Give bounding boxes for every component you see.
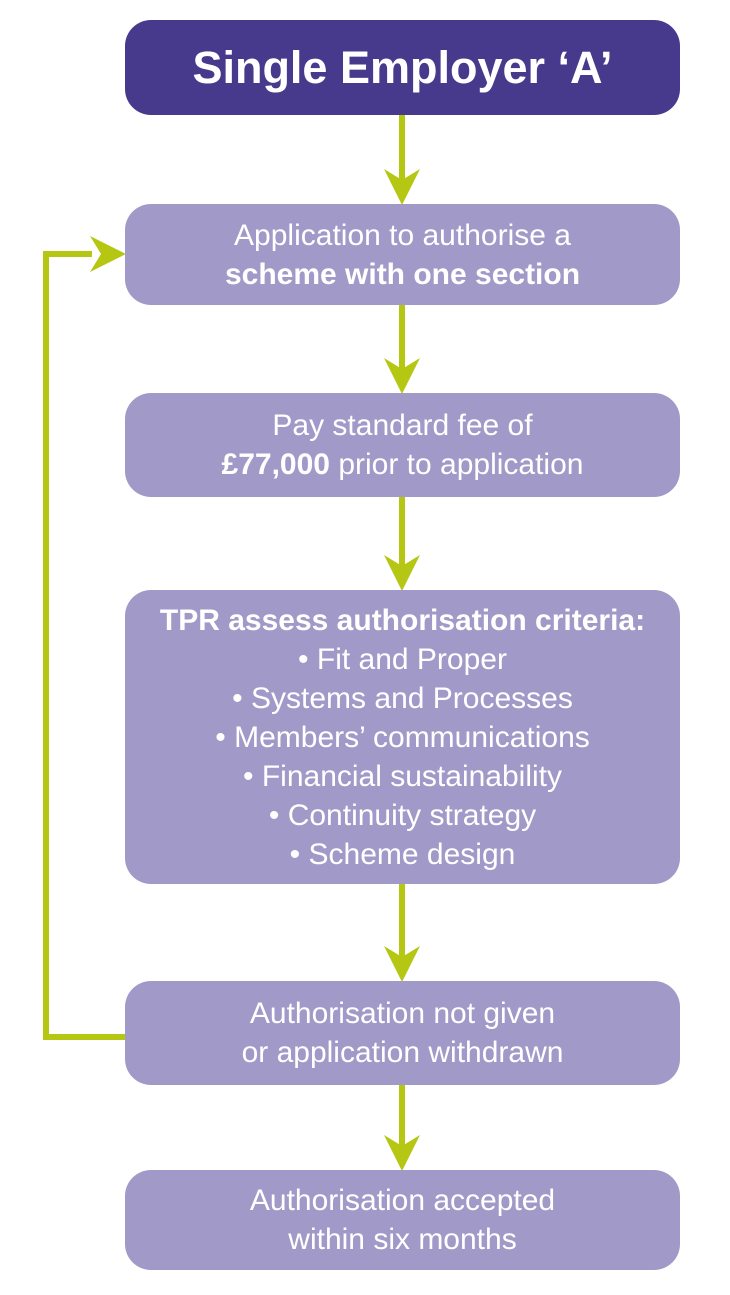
bullet-glyph: • <box>289 837 301 871</box>
application-box: Application to authorise a scheme with o… <box>125 204 680 305</box>
criteria-bullet-continuity-strategy: • Continuity strategy <box>269 796 536 835</box>
criteria-bullet-label: Fit and Proper <box>316 642 507 676</box>
fee-box: Pay standard fee of £77,000 prior to app… <box>125 393 680 497</box>
criteria-bullet-label: Financial sustainability <box>261 759 562 793</box>
criteria-bullet-scheme-design: • Scheme design <box>290 835 516 874</box>
application-box-line1: Application to authorise a <box>234 218 571 252</box>
fee-box-line1: Pay standard fee of <box>272 409 533 442</box>
fee-amount: £77,000 <box>221 448 330 481</box>
criteria-bullet-label: Continuity strategy <box>287 798 537 832</box>
title-box-label: Single Employer ‘A’ <box>192 41 613 93</box>
criteria-bullet-label: Scheme design <box>308 837 516 871</box>
bullet-glyph: • <box>298 642 309 676</box>
not-given-line2: or application withdrawn <box>241 1036 564 1069</box>
bullet-glyph: • <box>215 720 226 754</box>
accepted-box: Authorisation accepted within six months <box>125 1170 680 1270</box>
fee-box-line2-rest: prior to application <box>338 448 584 481</box>
bullet-glyph: • <box>242 759 254 793</box>
criteria-bullet-fit-and-proper: • Fit and Proper <box>298 640 507 679</box>
bullet-glyph: • <box>232 681 243 715</box>
criteria-bullet-label: Systems and Processes <box>251 681 573 715</box>
fee-box-line2: £77,000 prior to application <box>222 445 584 484</box>
criteria-bullet-systems-and-processes: • Systems and Processes <box>232 679 573 718</box>
loop-arrow-not-given-to-application <box>43 236 128 1040</box>
criteria-box: TPR assess authorisation criteria: • Fit… <box>125 590 680 884</box>
not-given-line1: Authorisation not given <box>249 997 556 1030</box>
criteria-bullet-label: Members’ communications <box>234 720 590 754</box>
criteria-heading: TPR assess authorisation criteria: <box>159 603 646 637</box>
arrow-not-given-to-accepted <box>384 1085 420 1171</box>
not-given-box: Authorisation not given or application w… <box>125 981 680 1085</box>
criteria-bullet-financial-sustainability: • Financial sustainability <box>243 757 562 796</box>
criteria-bullet-members-communications: • Members’ communications <box>215 718 590 757</box>
arrow-application-to-fee <box>384 305 420 394</box>
application-box-line2: scheme with one section <box>224 257 581 291</box>
accepted-line2: within six months <box>288 1223 517 1256</box>
title-box: Single Employer ‘A’ <box>125 20 680 115</box>
arrow-fee-to-criteria <box>384 497 420 591</box>
arrow-criteria-to-not-given <box>384 884 420 982</box>
accepted-line1: Authorisation accepted <box>249 1184 556 1217</box>
arrow-title-to-application <box>384 114 420 205</box>
bullet-glyph: • <box>268 798 280 832</box>
